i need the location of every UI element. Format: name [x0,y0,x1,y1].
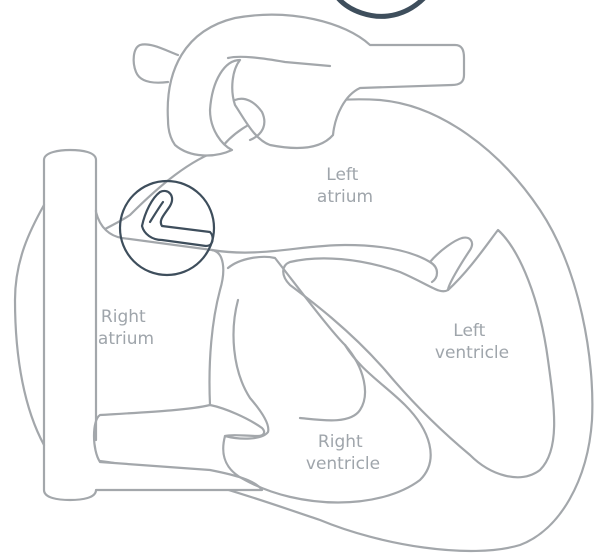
label-right-atrium-line1: Right [101,307,146,327]
label-left-ventricle-line1: Left [453,321,485,341]
top-highlight-circle [338,0,424,16]
label-left-atrium-line1: Left [326,165,358,185]
label-right-atrium-line2: atrium [98,329,154,349]
label-right-ventricle-line2: ventricle [306,454,380,474]
label-right-ventricle-line1: Right [318,432,363,452]
label-left-ventricle-line2: ventricle [435,343,509,363]
vena-cava-side [15,205,44,445]
label-left-atrium-line2: atrium [317,187,373,207]
